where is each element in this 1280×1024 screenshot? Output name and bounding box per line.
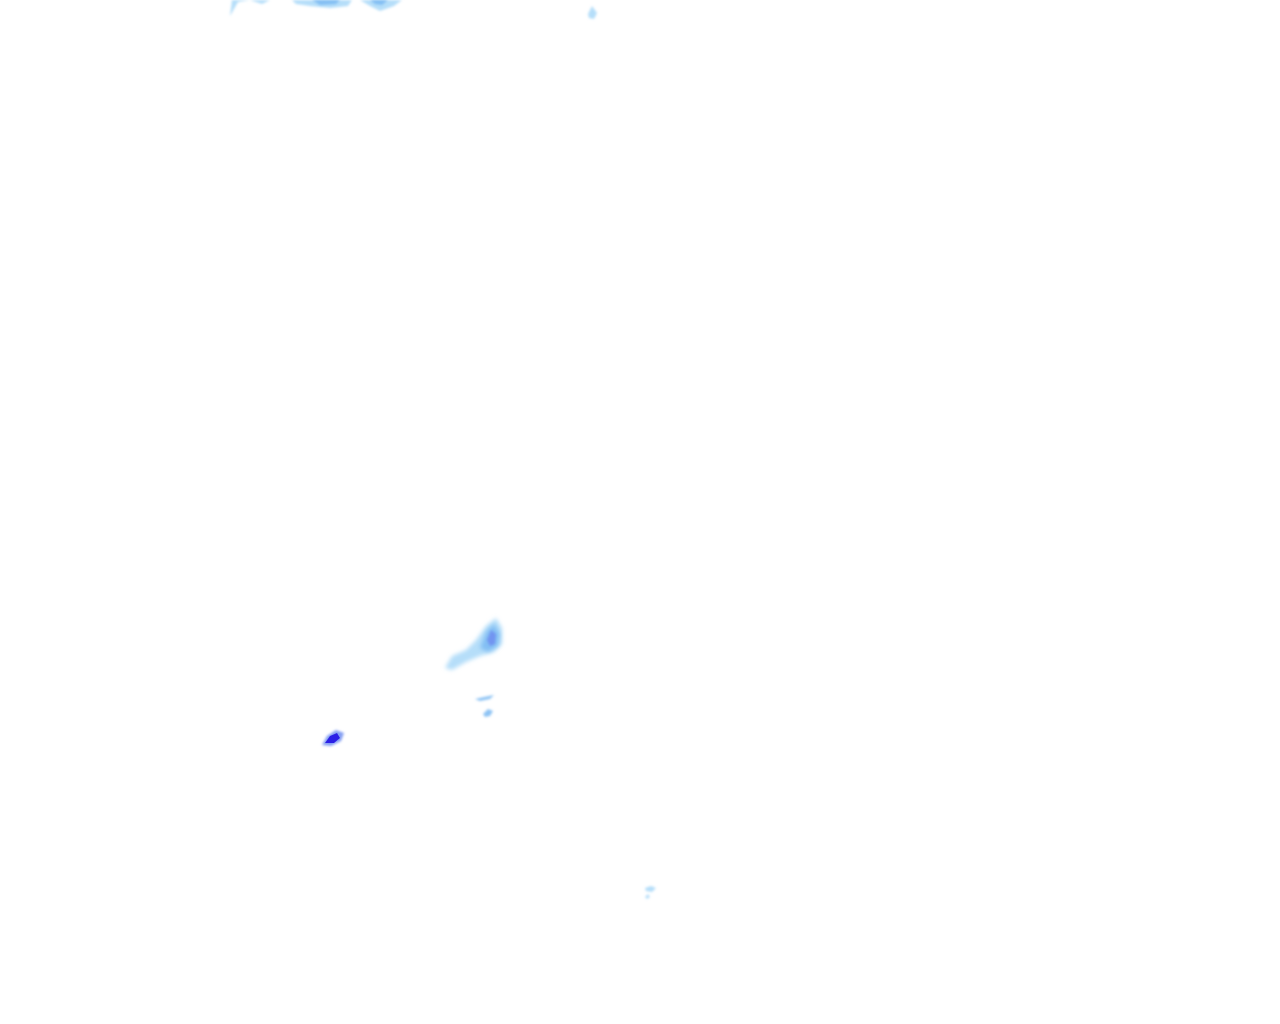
echo-top-right [360, 0, 402, 11]
echo-intense-cell [322, 730, 344, 746]
echo-mid-cell [445, 618, 502, 670]
echo-bottom-speck [645, 886, 656, 899]
echo-top-left [230, 0, 270, 16]
echo-small-dot [483, 709, 493, 717]
echo-top-center [292, 0, 352, 8]
echo-small-streak [475, 695, 494, 701]
echo-top-far-right [588, 6, 597, 19]
